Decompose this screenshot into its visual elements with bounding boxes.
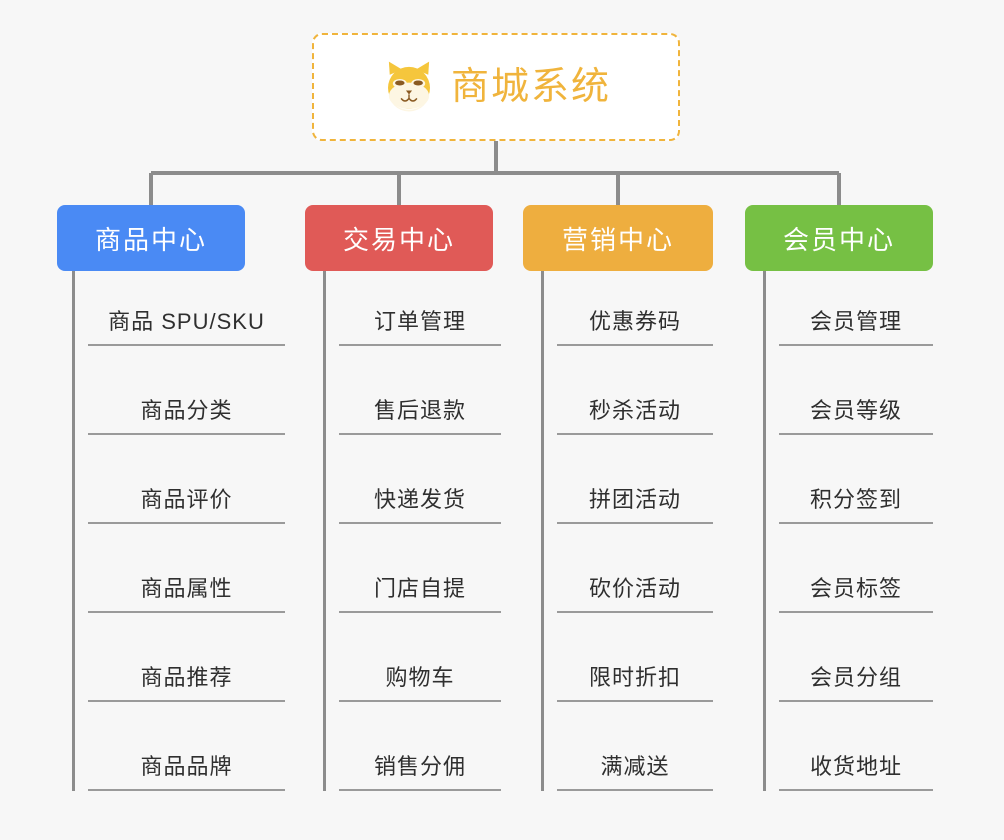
- leaf-label: 商品分类: [140, 398, 233, 423]
- leaf-list-0: 商品 SPU/SKU 商品分类 商品评价 商品属性 商品推荐 商品品牌: [72, 271, 285, 791]
- leaf-label: 订单管理: [373, 309, 466, 334]
- leaf-item[interactable]: 订单管理: [339, 271, 501, 346]
- category-header-2[interactable]: 营销中心: [523, 205, 713, 271]
- shiba-dog-face-icon: [387, 61, 430, 112]
- category-column-商品中心: 商品中心 商品 SPU/SKU 商品分类 商品评价 商品属性 商品推荐 商品品牌: [57, 205, 285, 791]
- leaf-item[interactable]: 会员分组: [779, 613, 933, 702]
- leaf-label: 优惠券码: [588, 309, 681, 334]
- leaf-label: 秒杀活动: [588, 398, 681, 423]
- leaf-label: 会员管理: [809, 309, 902, 334]
- leaf-label: 商品品牌: [140, 754, 233, 779]
- leaf-list-1: 订单管理 售后退款 快递发货 门店自提 购物车 销售分佣: [323, 271, 501, 791]
- leaf-label: 商品 SPU/SKU: [108, 309, 265, 334]
- leaf-label: 售后退款: [373, 398, 466, 423]
- leaf-label: 会员标签: [809, 576, 902, 601]
- leaf-label: 收货地址: [809, 754, 902, 779]
- leaf-label: 限时折扣: [588, 665, 681, 690]
- leaf-item[interactable]: 门店自提: [339, 524, 501, 613]
- leaf-item[interactable]: 限时折扣: [557, 613, 713, 702]
- leaf-item[interactable]: 会员等级: [779, 346, 933, 435]
- category-label-2: 营销中心: [561, 224, 674, 255]
- category-column-会员中心: 会员中心 会员管理 会员等级 积分签到 会员标签 会员分组 收货地址: [745, 205, 933, 791]
- leaf-item[interactable]: 销售分佣: [339, 702, 501, 791]
- leaf-item[interactable]: 收货地址: [779, 702, 933, 791]
- leaf-item[interactable]: 商品属性: [88, 524, 285, 613]
- leaf-item[interactable]: 快递发货: [339, 435, 501, 524]
- leaf-label: 商品属性: [140, 576, 233, 601]
- leaf-item[interactable]: 拼团活动: [557, 435, 713, 524]
- leaf-item[interactable]: 满减送: [557, 702, 713, 791]
- leaf-label: 门店自提: [373, 576, 466, 601]
- leaf-item[interactable]: 砍价活动: [557, 524, 713, 613]
- leaf-item[interactable]: 商品 SPU/SKU: [88, 271, 285, 346]
- leaf-label: 拼团活动: [588, 487, 681, 512]
- category-label-3: 会员中心: [782, 224, 895, 255]
- leaf-label: 积分签到: [809, 487, 902, 512]
- leaf-item[interactable]: 商品品牌: [88, 702, 285, 791]
- leaf-label: 会员分组: [809, 665, 902, 690]
- leaf-item[interactable]: 优惠券码: [557, 271, 713, 346]
- leaf-label: 快递发货: [373, 487, 466, 512]
- category-header-1[interactable]: 交易中心: [305, 205, 493, 271]
- leaf-item[interactable]: 商品分类: [88, 346, 285, 435]
- leaf-item[interactable]: 积分签到: [779, 435, 933, 524]
- category-column-营销中心: 营销中心 优惠券码 秒杀活动 拼团活动 砍价活动 限时折扣 满减送: [523, 205, 713, 791]
- category-header-3[interactable]: 会员中心: [745, 205, 933, 271]
- leaf-label: 砍价活动: [588, 576, 681, 601]
- leaf-label: 会员等级: [809, 398, 902, 423]
- leaf-item[interactable]: 商品评价: [88, 435, 285, 524]
- root-title: 商城系统: [450, 66, 611, 108]
- leaf-item[interactable]: 会员管理: [779, 271, 933, 346]
- category-label-1: 交易中心: [342, 224, 455, 255]
- leaf-label: 商品评价: [140, 487, 233, 512]
- leaf-item[interactable]: 商品推荐: [88, 613, 285, 702]
- leaf-list-3: 会员管理 会员等级 积分签到 会员标签 会员分组 收货地址: [763, 271, 933, 791]
- leaf-label: 满减送: [600, 754, 670, 779]
- leaf-list-2: 优惠券码 秒杀活动 拼团活动 砍价活动 限时折扣 满减送: [541, 271, 713, 791]
- category-label-0: 商品中心: [94, 224, 207, 255]
- category-column-交易中心: 交易中心 订单管理 售后退款 快递发货 门店自提 购物车 销售分佣: [305, 205, 501, 791]
- leaf-item[interactable]: 售后退款: [339, 346, 501, 435]
- root-node[interactable]: 商城系统: [312, 33, 680, 141]
- leaf-label: 购物车: [385, 665, 455, 690]
- leaf-item[interactable]: 购物车: [339, 613, 501, 702]
- leaf-item[interactable]: 秒杀活动: [557, 346, 713, 435]
- category-header-0[interactable]: 商品中心: [57, 205, 245, 271]
- leaf-label: 商品推荐: [140, 665, 233, 690]
- leaf-item[interactable]: 会员标签: [779, 524, 933, 613]
- leaf-label: 销售分佣: [373, 754, 466, 779]
